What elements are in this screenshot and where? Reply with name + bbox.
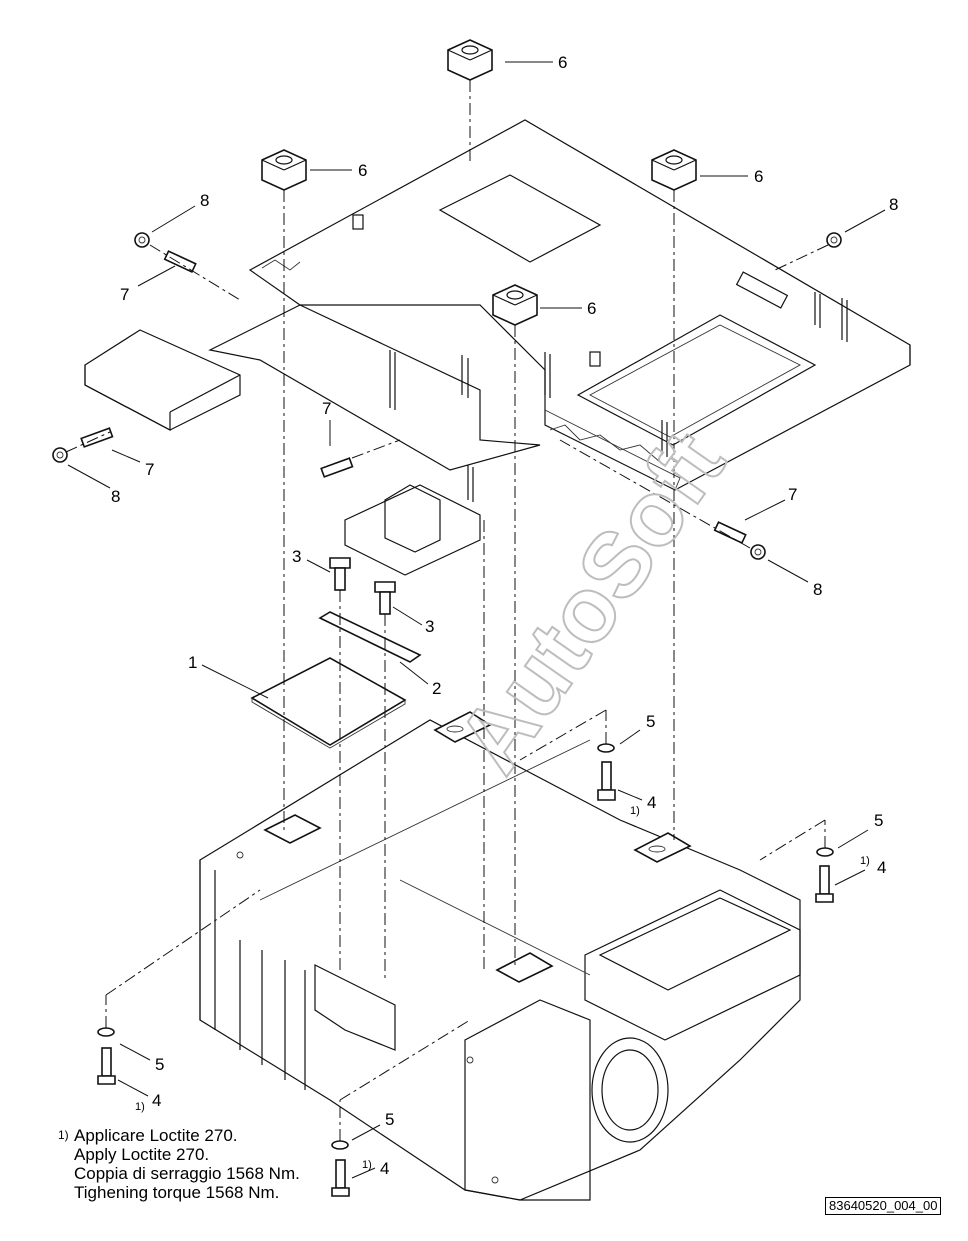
- callout-4a: 4: [647, 793, 656, 812]
- note-line-2: Apply Loctite 270.: [74, 1145, 210, 1164]
- footnote-marker-4b: 1): [860, 855, 870, 867]
- cover-plate-1: [250, 657, 407, 749]
- callout-5b: 5: [874, 811, 883, 830]
- footnote-marker-4a: 1): [630, 805, 640, 817]
- note-line-3: Coppia di serraggio 1568 Nm.: [74, 1164, 300, 1183]
- callout-4d: 4: [380, 1159, 389, 1178]
- callout-7c: 7: [322, 399, 331, 418]
- callout-4c: 4: [152, 1091, 161, 1110]
- callout-8d: 8: [813, 580, 822, 599]
- callout-8c: 8: [111, 487, 120, 506]
- rubber-mount-6c: [651, 149, 697, 191]
- callout-6a: 6: [558, 53, 567, 72]
- leader-lines: [67, 61, 886, 1179]
- callout-7d: 7: [788, 485, 797, 504]
- callout-3b: 3: [425, 617, 434, 636]
- rubber-mount-6d: [492, 284, 538, 326]
- callout-4b: 4: [877, 858, 886, 877]
- footnote-marker-4c: 1): [135, 1101, 145, 1113]
- bolt-washer-4-5-group: [97, 743, 834, 1197]
- callout-3a: 3: [292, 547, 301, 566]
- notes-footnote-marker: 1): [58, 1128, 69, 1142]
- callout-5c: 5: [155, 1055, 164, 1074]
- callout-6c: 6: [754, 167, 763, 186]
- bolt-3-group: [329, 557, 396, 615]
- callout-6b: 6: [358, 161, 367, 180]
- callout-numbers: 6 6 6 6 8 8 8 8 7 7 7 7 3 3 1 2 5 5 5 5 …: [111, 53, 898, 1178]
- watermark: AutoSoft: [438, 414, 744, 791]
- callout-7b: 7: [145, 460, 154, 479]
- lower-frame: [199, 711, 801, 1201]
- callout-5a: 5: [646, 712, 655, 731]
- footnote-marker-4d: 1): [362, 1159, 372, 1171]
- nut-8-group: [52, 232, 842, 560]
- callout-6d: 6: [587, 299, 596, 318]
- rubber-mount-6a: [447, 39, 493, 81]
- callout-2: 2: [432, 679, 441, 698]
- note-line-4: Tighening torque 1568 Nm.: [74, 1183, 280, 1202]
- callout-8a: 8: [200, 191, 209, 210]
- assembly-notes: 1) Applicare Loctite 270. Apply Loctite …: [58, 1126, 300, 1202]
- rubber-mount-6b: [261, 149, 307, 191]
- callout-8b: 8: [889, 195, 898, 214]
- strip-plate-2: [318, 611, 422, 663]
- upper-support-plate: [84, 119, 911, 576]
- document-id: 83640520_004_00: [825, 1197, 942, 1215]
- note-line-1: Applicare Loctite 270.: [74, 1126, 238, 1145]
- callout-7a: 7: [120, 285, 129, 304]
- assembly-center-lines: [65, 80, 829, 1141]
- callout-1: 1: [188, 653, 197, 672]
- callout-5d: 5: [385, 1110, 394, 1129]
